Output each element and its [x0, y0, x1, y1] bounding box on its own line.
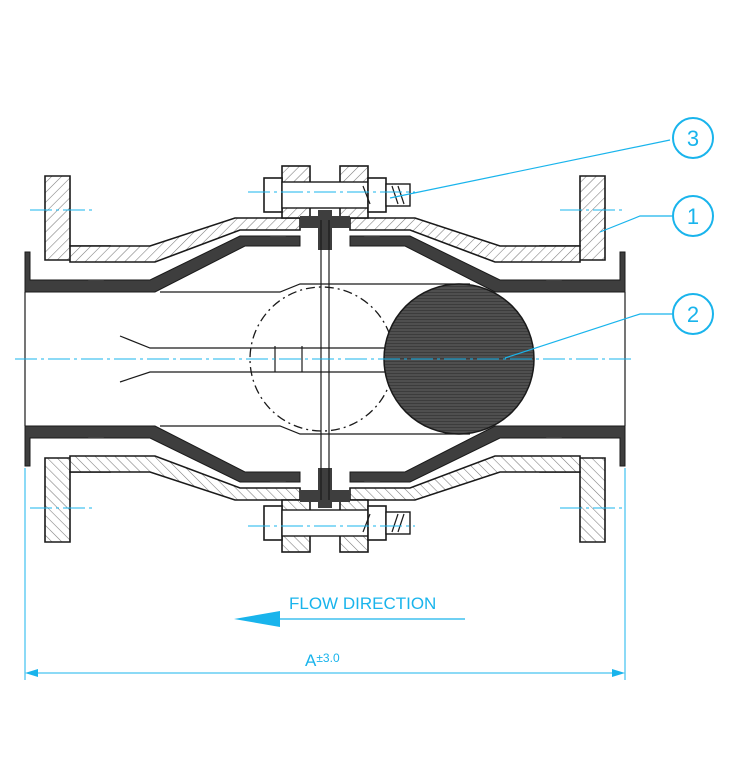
callout-2-number: 2 [687, 302, 699, 327]
dimension-a-tolerance: ±3.0 [316, 651, 340, 665]
callout-3: 3 [389, 117, 714, 199]
right-body-wall-upper [349, 217, 581, 263]
dimension-a [24, 468, 626, 680]
flow-arrow-icon [234, 611, 280, 627]
dimension-a-label: A±3.0 [305, 651, 340, 670]
callout-3-number: 3 [687, 126, 699, 151]
center-lines [15, 191, 635, 527]
callout-1: 1 [599, 195, 714, 237]
liner-upper [24, 235, 301, 293]
liner-upper-right [349, 235, 626, 293]
bolt-assembly-upper [263, 177, 411, 213]
bore-lines [24, 220, 626, 500]
flow-direction-label: FLOW DIRECTION [289, 594, 436, 613]
valve-body-lower [24, 425, 626, 553]
flow-direction-indicator: FLOW DIRECTION [234, 594, 465, 627]
callout-1-number: 1 [687, 204, 699, 229]
left-body-wall-upper [69, 217, 301, 263]
callout-2: 2 [504, 293, 714, 359]
